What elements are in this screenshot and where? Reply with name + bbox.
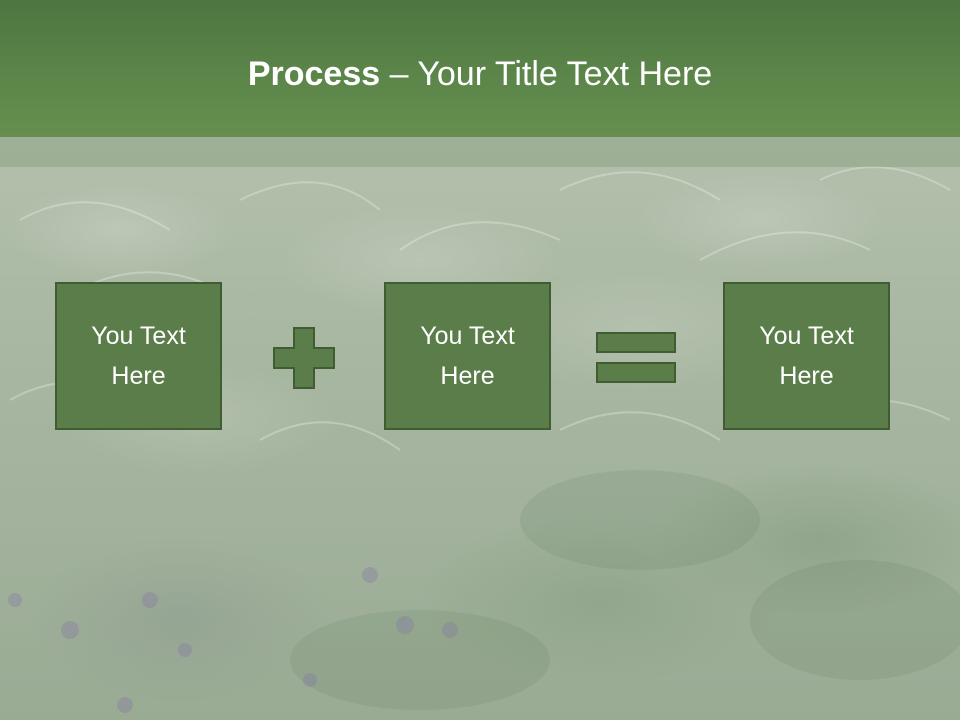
title-band [0,137,960,167]
process-step-label-1: You Text Here [91,322,186,390]
title-bar [0,0,960,137]
equals-icon [596,332,676,383]
plus-icon [273,327,335,389]
process-step-box-3: You Text Here [723,282,890,430]
slide-title: Process – Your Title Text Here [0,52,960,96]
process-step-label-2: You Text Here [420,322,515,390]
title-rest-text: Your Title Text Here [417,55,713,93]
process-step-label-3: You Text Here [759,322,854,390]
title-bold-text: Process [247,55,381,93]
title-dash: – [380,55,418,93]
process-step-box-2: You Text Here [384,282,551,430]
process-step-box-1: You Text Here [55,282,222,430]
